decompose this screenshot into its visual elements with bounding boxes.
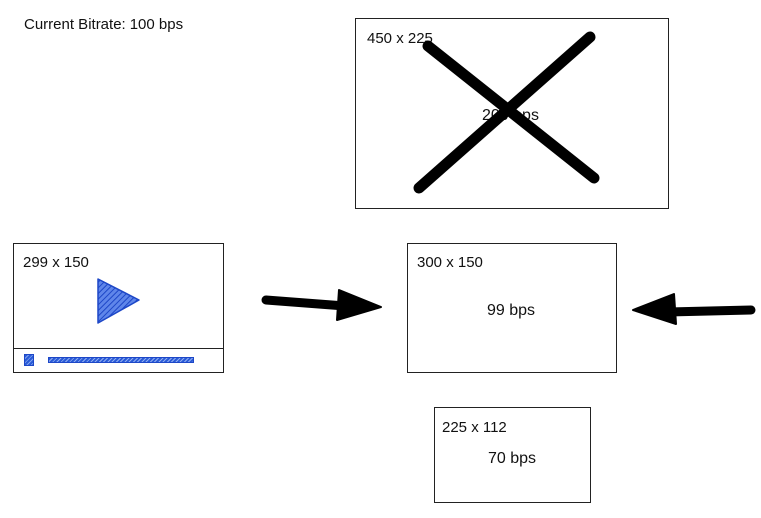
current-bitrate-text: Current Bitrate:100 bps bbox=[24, 17, 183, 32]
player-control-divider bbox=[14, 348, 223, 349]
rendition-bitrate-label: 99 bps bbox=[487, 302, 536, 319]
pause-icon[interactable] bbox=[24, 354, 34, 366]
arrow-right-icon bbox=[261, 289, 382, 321]
arrow-left-icon bbox=[632, 293, 756, 325]
current-bitrate-value: 100 bps bbox=[129, 16, 184, 33]
rendition-box-225x112: 225 x 112 70 bps bbox=[434, 407, 591, 503]
x-mark-icon bbox=[413, 31, 600, 194]
current-bitrate-label: Current Bitrate: bbox=[24, 16, 126, 33]
rendition-size-label: 450 x 225 bbox=[367, 30, 433, 47]
rendition-size-label: 225 x 112 bbox=[442, 419, 507, 436]
video-player[interactable]: 299 x 150 bbox=[13, 243, 224, 373]
player-size-label: 299 x 150 bbox=[23, 254, 89, 271]
rendition-size-label: 300 x 150 bbox=[417, 254, 483, 271]
rendition-box-300x150: 300 x 150 99 bps bbox=[407, 243, 617, 373]
seek-bar[interactable] bbox=[48, 357, 194, 363]
rendition-bitrate-label: 70 bps bbox=[488, 450, 537, 467]
play-icon[interactable] bbox=[96, 278, 142, 324]
